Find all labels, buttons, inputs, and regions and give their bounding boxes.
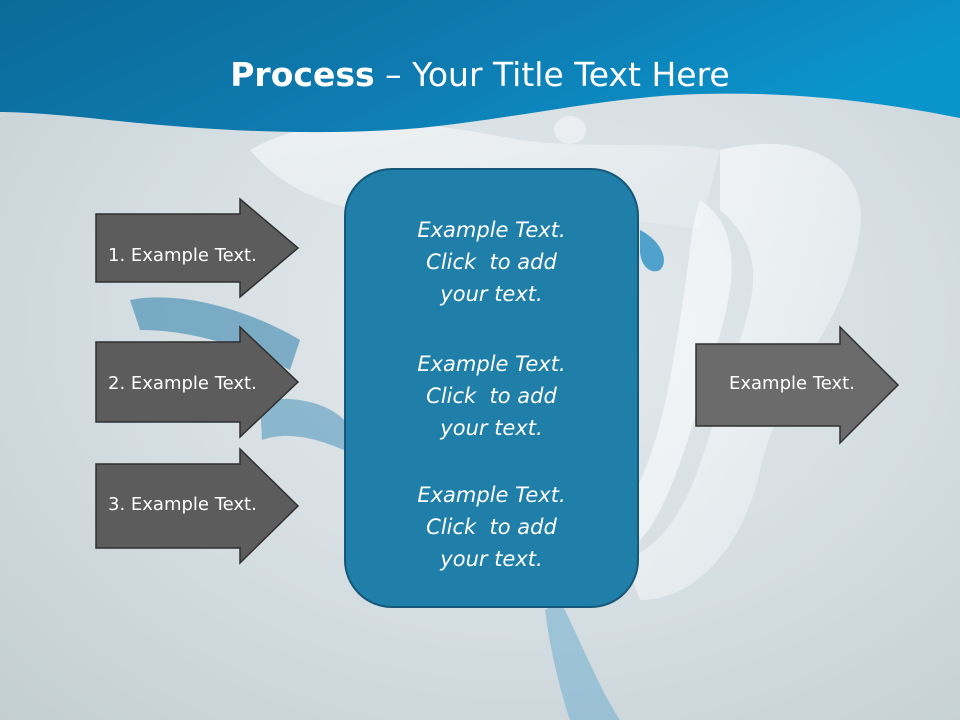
header-banner xyxy=(0,0,960,133)
paragraph-line: Click to add xyxy=(426,515,557,539)
paragraph-line: Click to add xyxy=(426,250,557,274)
title-bold: Process xyxy=(230,55,375,94)
input-arrow-1[interactable]: 1. Example Text. xyxy=(95,197,300,299)
slide-title: Process – Your Title Text Here xyxy=(0,52,960,98)
input-arrow-3-label: 3. Example Text. xyxy=(108,494,257,515)
input-arrow-1-label: 1. Example Text. xyxy=(108,245,257,266)
center-paragraph-3: Example Text. Click to add your text. xyxy=(346,479,637,575)
paragraph-line: your text. xyxy=(440,416,543,440)
center-process-box[interactable]: Example Text. Click to add your text. Ex… xyxy=(344,168,639,608)
arrow-shape xyxy=(95,447,300,565)
input-arrow-3[interactable]: 3. Example Text. xyxy=(95,447,300,565)
output-arrow-label: Example Text. xyxy=(729,373,855,394)
center-paragraph-1: Example Text. Click to add your text. xyxy=(346,214,637,310)
paragraph-line: Click to add xyxy=(426,384,557,408)
paragraph-line: your text. xyxy=(440,282,543,306)
paragraph-line: Example Text. xyxy=(417,483,566,507)
paragraph-line: Example Text. xyxy=(417,218,566,242)
input-arrow-2-label: 2. Example Text. xyxy=(108,373,257,394)
paragraph-line: your text. xyxy=(440,547,543,571)
arrow-shape xyxy=(695,325,900,445)
paragraph-line: Example Text. xyxy=(417,352,566,376)
output-arrow[interactable]: Example Text. xyxy=(695,325,900,445)
center-paragraph-2: Example Text. Click to add your text. xyxy=(346,348,637,444)
arrow-shape xyxy=(95,325,300,439)
arrow-shape xyxy=(95,197,300,299)
input-arrow-2[interactable]: 2. Example Text. xyxy=(95,325,300,439)
title-rest: – Your Title Text Here xyxy=(374,55,730,94)
